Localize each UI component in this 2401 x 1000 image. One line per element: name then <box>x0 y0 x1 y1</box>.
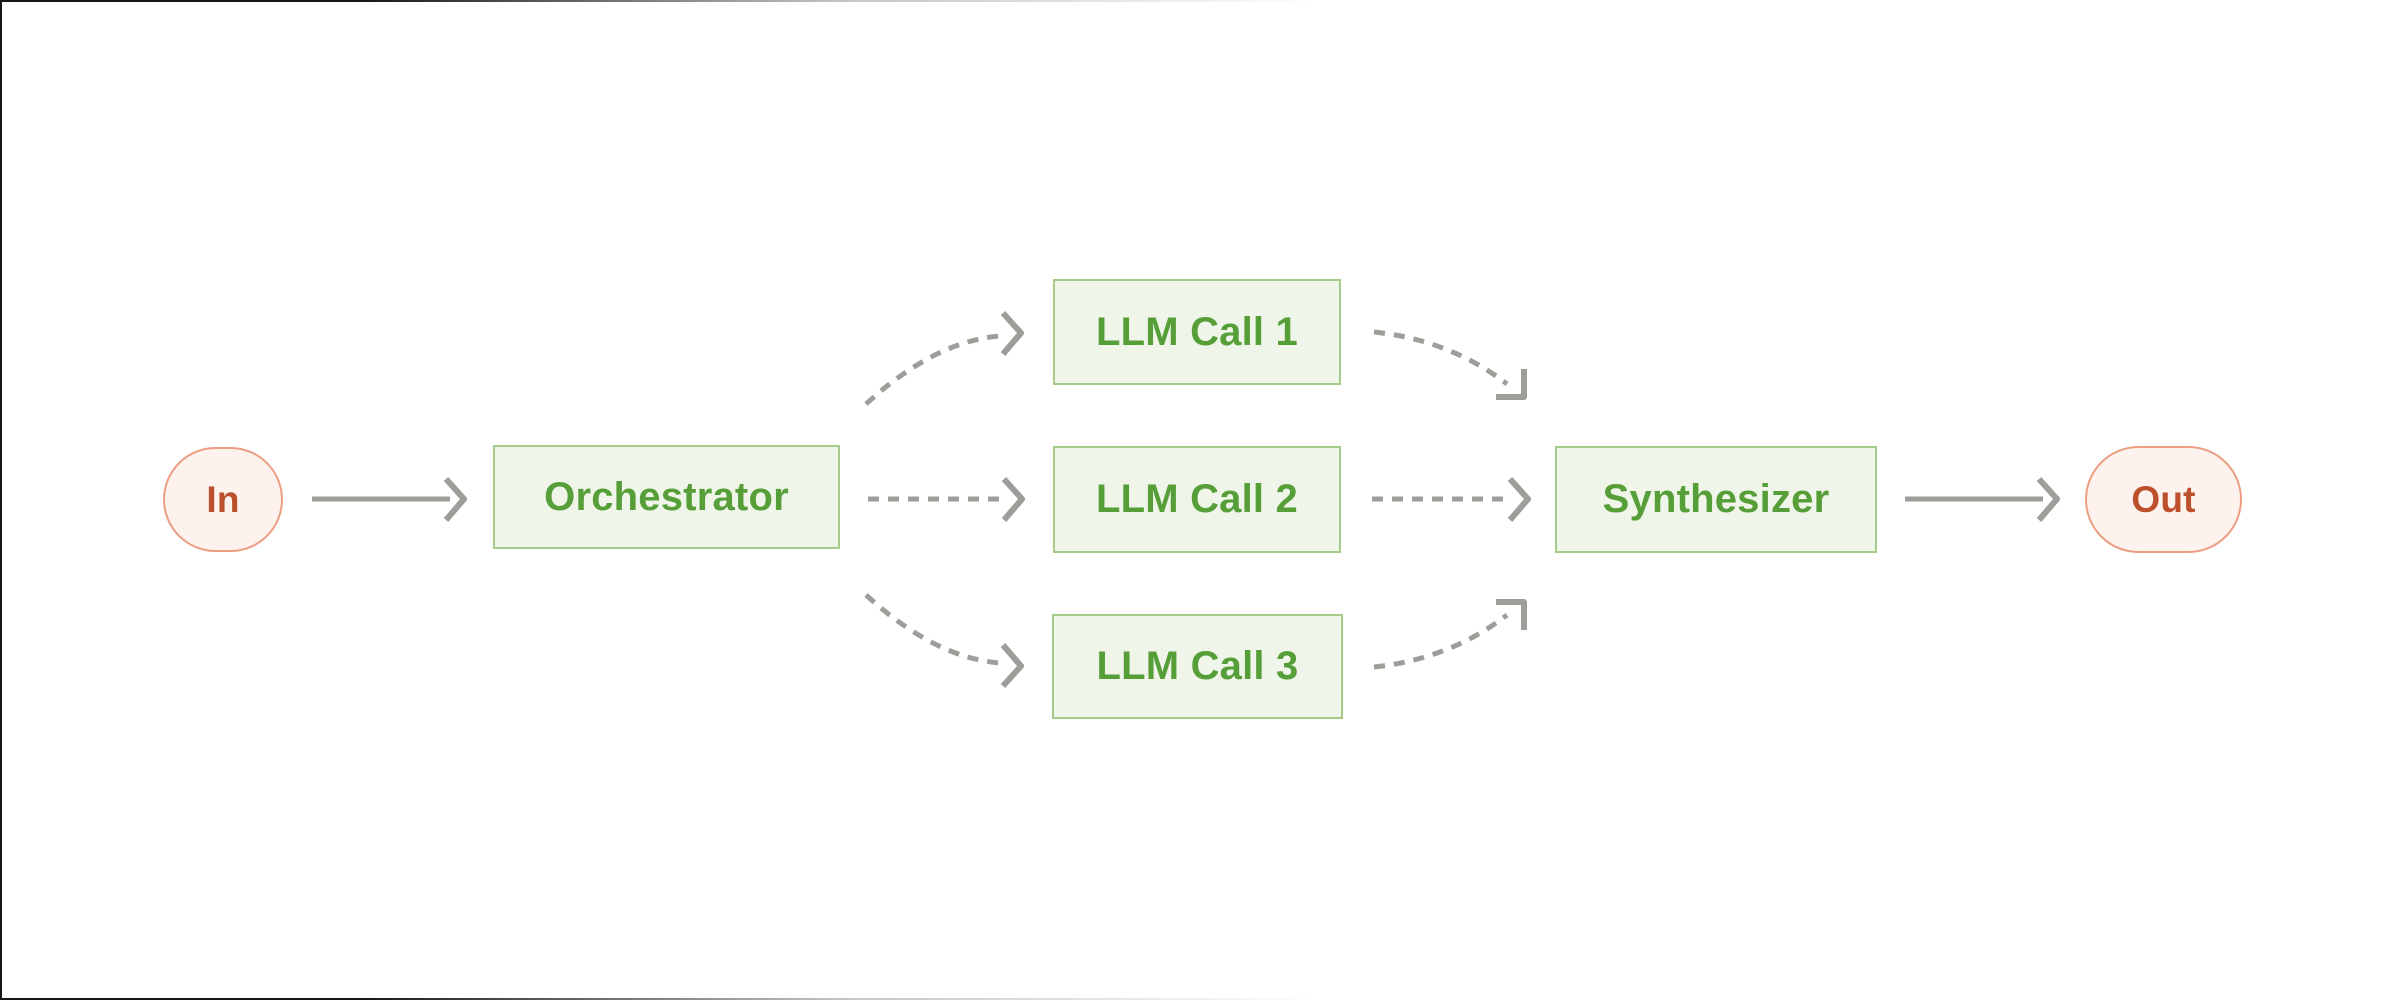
window-edge-bottom <box>0 998 2401 1000</box>
edge-in-orchestrator <box>312 476 467 522</box>
edge-synthesizer-out <box>1905 476 2060 522</box>
node-llm-call-1-label: LLM Call 1 <box>1095 309 1299 354</box>
node-synthesizer-label: Synthesizer <box>1602 477 1830 521</box>
edge-llm1-synthesizer <box>1373 329 1527 400</box>
node-llm-call-1: LLM Call 1 <box>1053 279 1341 385</box>
node-in: In <box>163 447 283 552</box>
node-orchestrator-label: Orchestrator <box>544 474 789 519</box>
node-synthesizer: Synthesizer <box>1555 446 1877 553</box>
edge-orchestrator-llm2 <box>868 476 1025 522</box>
node-llm-call-2-label: LLM Call 2 <box>1095 477 1299 521</box>
edge-llm3-synthesizer <box>1373 599 1527 670</box>
node-llm-call-2: LLM Call 2 <box>1053 446 1341 553</box>
edge-llm2-synthesizer <box>1372 476 1531 522</box>
node-llm-call-3: LLM Call 3 <box>1052 614 1343 719</box>
node-orchestrator: Orchestrator <box>493 445 840 549</box>
window-edge-left <box>0 0 2 1000</box>
edge-orchestrator-llm3 <box>864 593 1024 689</box>
edge-orchestrator-llm1 <box>864 310 1024 406</box>
node-out-label: Out <box>2131 478 2196 520</box>
node-in-label: In <box>206 478 240 520</box>
node-out: Out <box>2085 446 2242 553</box>
node-llm-call-3-label: LLM Call 3 <box>1096 644 1299 688</box>
window-edge-top <box>0 0 2401 2</box>
